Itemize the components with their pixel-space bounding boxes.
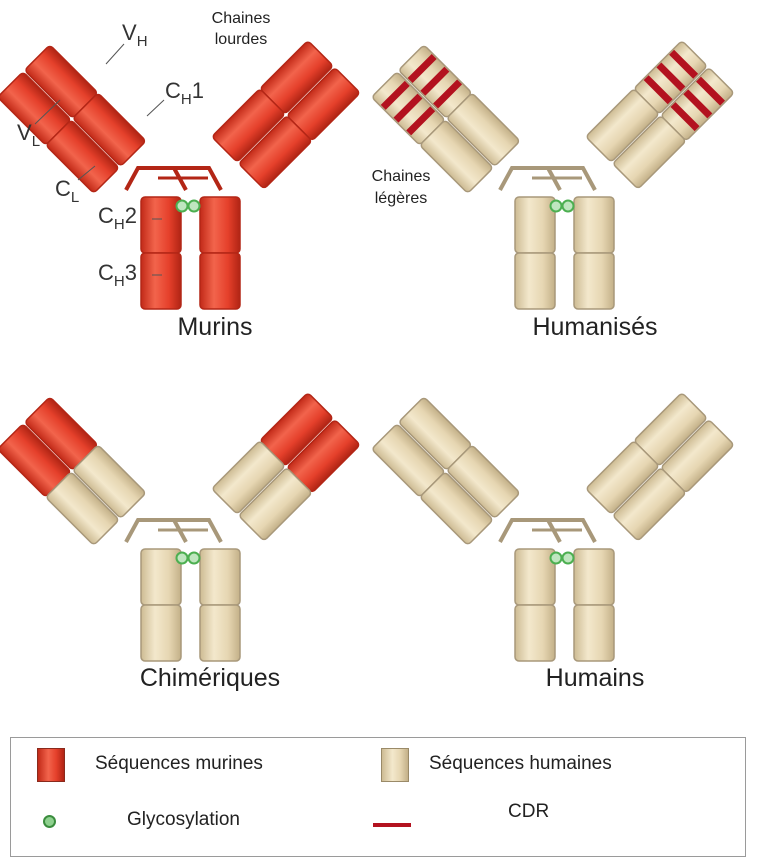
legend-murine-swatch [37,748,65,782]
fc-ch2-left [515,549,555,605]
annotation-ch3: CH3 [98,260,137,290]
glycosylation-left [177,201,188,212]
label-light-line2: légères [356,188,446,210]
legend-human-swatch [381,748,409,782]
fab-arm-right [586,393,734,541]
annotation-cl: CL [55,176,79,206]
glycosylation-right [563,201,574,212]
glycosylation-right [563,553,574,564]
fc-ch3-right [574,253,614,309]
label-heavy-chains: Chaines lourdes [196,8,286,50]
fc-ch3-right [574,605,614,661]
glycosylation-left [177,553,188,564]
fab-arm-right [212,393,360,541]
panel-chimeric-antibody [0,393,360,661]
caption-humains: Humains [520,664,670,693]
panel-human-antibody [372,393,735,661]
leader-vh [106,44,124,64]
label-light-line1: Chaines [356,166,446,188]
legend: Séquences murines Séquences humaines Gly… [10,737,746,857]
fc-ch2-left [141,197,181,253]
fc-ch2-right [200,549,240,605]
caption-humanises: Humanisés [505,313,685,342]
fc-ch2-right [574,197,614,253]
caption-murins: Murins [150,313,280,342]
glycosylation-right [189,201,200,212]
fc-ch3-left [515,605,555,661]
glycosylation-left [551,201,562,212]
fc-ch3-left [515,253,555,309]
leader-ch1 [147,100,164,116]
legend-cdr-label: CDR [508,801,549,823]
fc-ch3-right [200,253,240,309]
label-light-chains: Chaines légères [356,166,446,210]
fc-ch3-right [200,605,240,661]
legend-human-label: Séquences humaines [429,753,612,775]
legend-cdr-line [373,823,411,827]
annotation-ch1: CH1 [165,78,204,108]
fc-ch2-right [574,549,614,605]
glycosylation-right [189,553,200,564]
fc-ch2-left [141,549,181,605]
annotation-vh: VH [122,20,148,50]
fc-ch2-left [515,197,555,253]
fab-arm-right [586,41,734,189]
caption-chimeriques: Chimériques [110,664,310,693]
fc-ch3-left [141,605,181,661]
fab-arm-left [372,397,520,545]
glycosylation-left [551,553,562,564]
fab-arm-left [0,397,146,545]
label-heavy-line2: lourdes [196,29,286,50]
legend-glyco-icon [43,815,56,828]
annotation-ch2: CH2 [98,203,137,233]
fc-ch3-left [141,253,181,309]
fab-arm-right [212,41,360,189]
fc-ch2-right [200,197,240,253]
label-heavy-line1: Chaines [196,8,286,29]
legend-murine-label: Séquences murines [95,753,263,775]
legend-glyco-label: Glycosylation [127,809,240,831]
